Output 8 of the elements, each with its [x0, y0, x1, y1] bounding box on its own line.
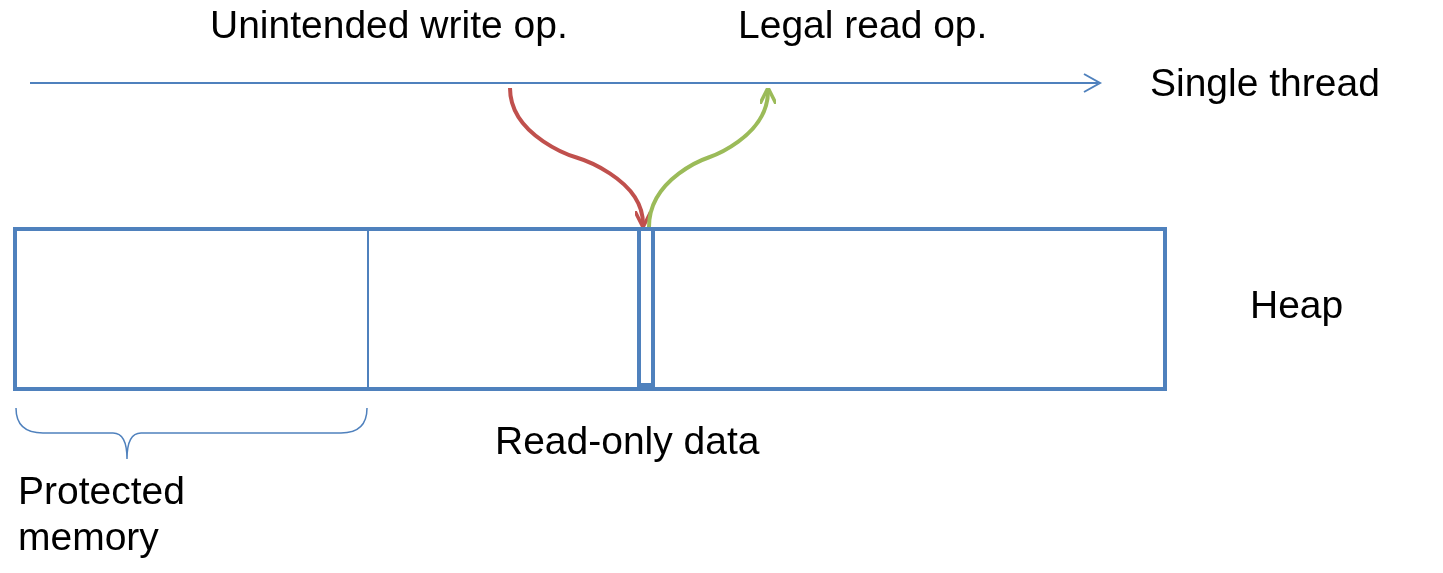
- curved-arrow: [508, 87, 652, 229]
- curved-arrow: [647, 86, 777, 228]
- heap-label: Heap: [1250, 282, 1344, 328]
- text-label: Read-only data: [495, 418, 760, 464]
- timeline-label: Single thread: [1150, 60, 1380, 106]
- edge-label: Legal read op.: [738, 2, 988, 48]
- text-label: Protected memory: [18, 468, 186, 560]
- edge-label: Unintended write op.: [210, 2, 568, 48]
